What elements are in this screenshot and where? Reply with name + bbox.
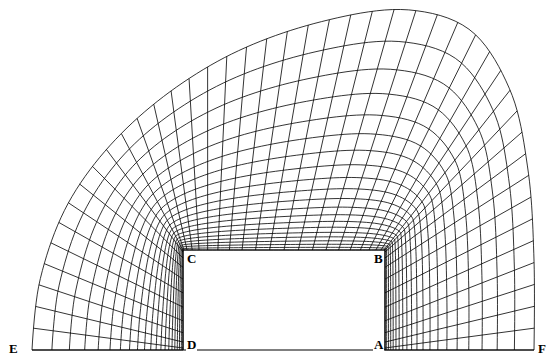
grid-line [381,70,501,250]
grid-line [189,78,199,250]
grid-line [385,197,531,279]
grid-line [98,115,469,350]
point-label: B [373,252,384,265]
grid-line [165,221,403,350]
grid-line [110,134,457,350]
grid-line [52,41,515,350]
grid-line [384,90,510,250]
grid-line [179,244,388,350]
point-label: D [186,338,197,351]
grid-line [69,69,497,350]
grid-line [385,154,526,258]
grid-line [326,10,394,250]
grid-line [376,52,490,250]
outer-guide [32,9,534,350]
mesh-lines [32,9,534,350]
grid-line [32,9,534,350]
grid-line [207,67,208,250]
grid-line [33,328,183,348]
grid-line [181,247,386,350]
grid-line [172,232,396,350]
grid-line [85,93,483,350]
point-label: A [373,338,384,351]
grid-line [385,284,534,332]
grid-line [385,328,534,348]
grid-line [137,177,430,350]
obstacle-outline [183,250,385,350]
point-label: C [186,252,197,265]
grid-line [44,264,183,321]
grid-line [51,243,183,307]
point-label: E [8,342,19,355]
base-line [32,349,534,350]
grid-line [177,241,390,350]
grid-line [144,189,423,350]
grid-line [385,306,534,342]
grid-line [169,227,399,350]
grid-line [156,207,412,350]
grid-line [339,11,416,250]
grid-line [369,35,476,250]
grid-line [129,165,438,350]
grid-line [385,111,517,250]
point-label: F [537,342,547,355]
grid-line [171,91,192,250]
grid-line [385,241,533,307]
grid-line [350,15,437,250]
grid-line [161,215,407,350]
grid-line [39,285,183,333]
grid-line [175,237,393,350]
grid-line [183,250,385,350]
grid-line [151,198,417,350]
grid-line [385,219,532,293]
